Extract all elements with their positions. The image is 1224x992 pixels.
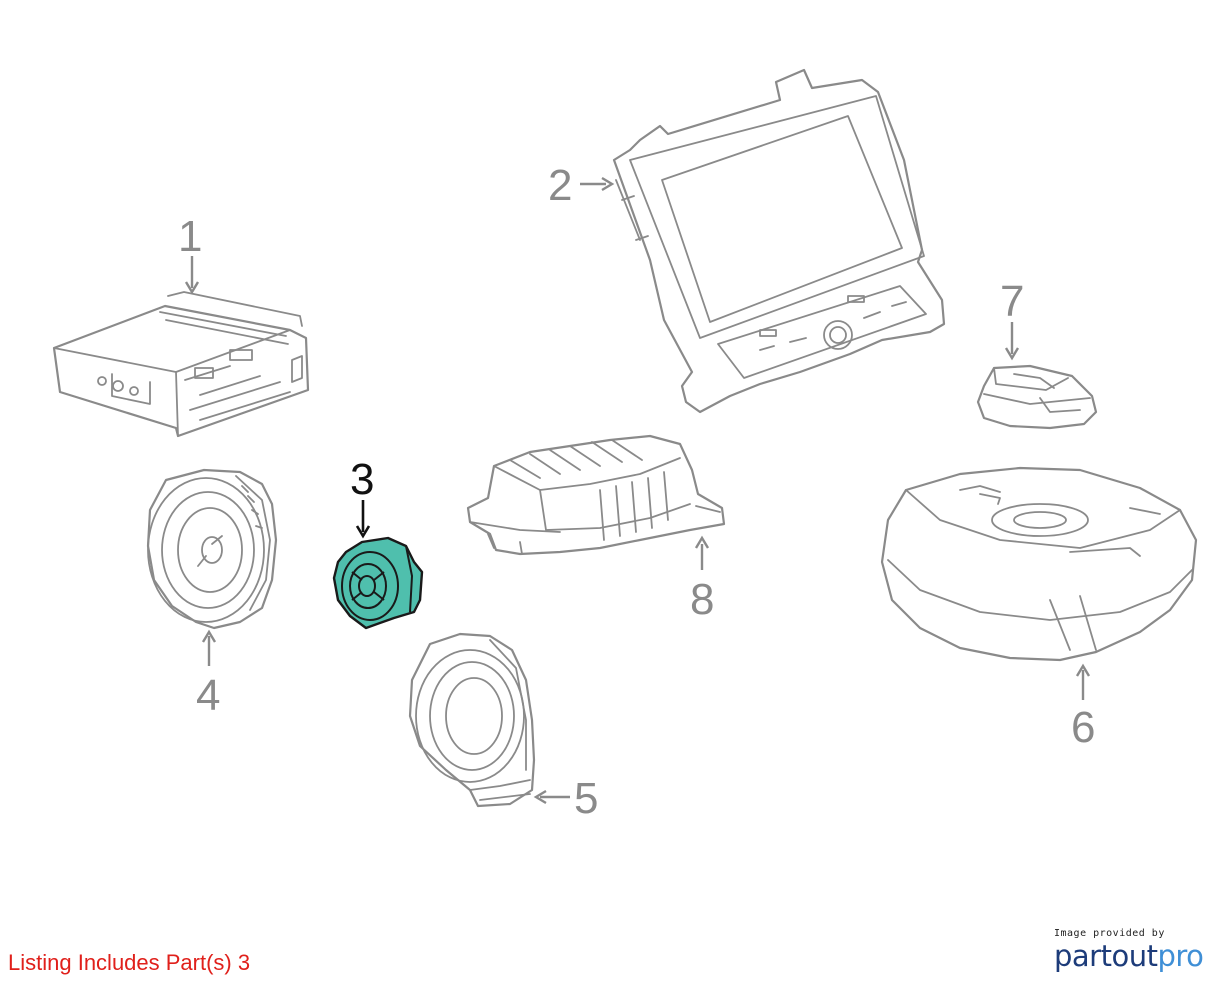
part-8-amplifier-module[interactable] [466,434,726,556]
callout-2-arrowhead [601,176,615,192]
listing-note-text: Listing Includes Part(s) 3 [8,950,251,975]
brand-logo: partoutpro [1054,940,1204,972]
part-5-speaker-bracket[interactable] [408,632,536,808]
callout-8-arrowhead [694,535,710,549]
part-6-subwoofer-enclosure[interactable] [880,466,1198,662]
callout-5-arrowhead [533,789,547,805]
callout-1-label: 1 [178,212,202,261]
callout-4-arrowhead [201,629,217,643]
callout-4-label: 4 [196,671,220,720]
part-2-display-unit[interactable] [612,68,946,414]
listing-note: Listing Includes Part(s) 3 [8,949,250,977]
callout-1-arrowhead [184,281,200,295]
callout-5-label: 5 [574,774,598,823]
callout-8-label: 8 [690,575,714,624]
part-3-tweeter-speaker[interactable] [332,536,424,630]
part-7-small-speaker[interactable] [976,364,1098,430]
callout-2-label: 2 [548,161,572,210]
callout-6-label: 6 [1071,703,1095,752]
brand-logo-part2: pro [1157,939,1204,973]
callout-3-arrowhead [355,525,371,539]
part-4-door-speaker[interactable] [146,468,278,630]
callout-7-label: 7 [1000,277,1024,326]
brand-logo-block: Image provided by partoutpro [1054,928,1204,972]
brand-credit-text: Image provided by [1054,928,1165,939]
callout-3-label: 3 [350,455,374,504]
callout-6-arrowhead [1075,663,1091,677]
callout-7-arrowhead [1004,347,1020,361]
brand-logo-part1: partout [1054,939,1158,973]
part-1-radio-receiver[interactable] [52,291,310,438]
